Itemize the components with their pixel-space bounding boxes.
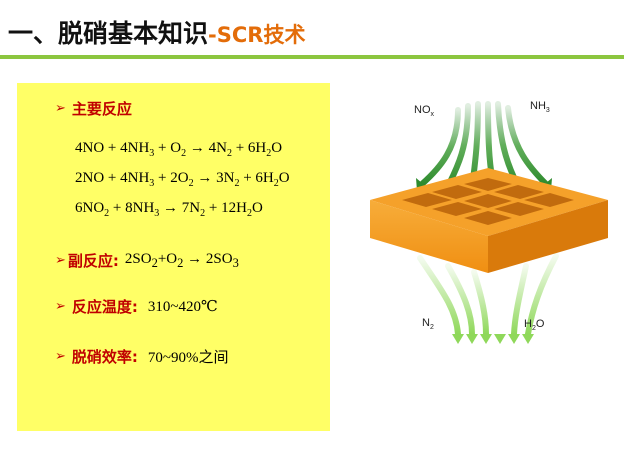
reaction-panel: ➢ 主要反应 4NO + 4NH3 + O2 → 4N2 + 6H2O 2NO …: [17, 83, 330, 431]
efficiency-row: ➢ 脱硝效率: 70~90%之间: [55, 346, 229, 367]
outflow-arrows: [417, 253, 559, 337]
arrowhead: [466, 334, 478, 344]
catalyst-cells: [402, 178, 574, 225]
arrow-bullet-icon: ➢: [55, 253, 66, 268]
arrowhead: [522, 334, 534, 344]
inflow-arrows: [419, 101, 549, 191]
arrow-bullet-icon: ➢: [55, 299, 66, 314]
temperature-row: ➢ 反应温度: 310~420℃: [55, 296, 218, 317]
catalyst-front-face: [370, 200, 488, 273]
scr-catalyst-diagram: NOx NH3 N2 H2O: [360, 88, 624, 358]
catalyst-block: [370, 168, 608, 273]
arrowhead: [494, 334, 506, 344]
nh3-label: NH3: [530, 100, 550, 115]
h2o-label: H2O: [524, 318, 545, 333]
efficiency-value: 70~90%之间: [147, 350, 229, 366]
main-reaction-heading: ➢ 主要反应: [55, 98, 132, 119]
inflow-arrow: [419, 107, 461, 187]
catalyst-illustration: [370, 101, 608, 344]
outflow-arrow: [445, 263, 475, 337]
arrowhead: [452, 334, 464, 344]
arrowhead: [480, 334, 492, 344]
inflow-arrow: [505, 105, 549, 187]
outflow-arrow: [525, 253, 559, 337]
main-equation-2: 2NO + 4NH3 + 2O2 → 3N2 + 6H2O: [75, 170, 290, 189]
temperature-label: 反应温度:: [71, 298, 138, 316]
outflow-arrow: [511, 263, 529, 337]
main-equation-3: 6NO2 + 8NH3 → 7N2 + 12H2O: [75, 200, 263, 219]
slide-title: 一、脱硝基本知识 -SCR技术: [8, 14, 305, 48]
n2-label: N2: [422, 317, 434, 332]
arrow-bullet-icon: ➢: [55, 349, 66, 364]
outflow-arrow: [471, 269, 489, 337]
side-reaction-label: 副反应:: [67, 252, 119, 270]
outflow-arrowheads: [452, 334, 534, 344]
efficiency-label: 脱硝效率:: [71, 348, 138, 366]
title-sub: -SCR技术: [208, 23, 306, 47]
nox-label: NOx: [414, 104, 434, 119]
title-main: 一、脱硝基本知识: [8, 19, 209, 48]
arrowhead: [508, 334, 520, 344]
main-equation-1: 4NO + 4NH3 + O2 → 4N2 + 6H2O: [75, 140, 283, 159]
title-divider: [0, 55, 624, 59]
side-reaction-row: ➢ 副反应: 2SO2+O2 → 2SO3: [55, 250, 239, 271]
outflow-arrow: [417, 255, 461, 337]
side-reaction-equation: 2SO2+O2 → 2SO3: [124, 250, 239, 270]
arrow-bullet-icon: ➢: [55, 101, 66, 116]
temperature-value: 310~420℃: [147, 299, 218, 315]
catalyst-side-face: [488, 200, 608, 273]
main-reaction-label: 主要反应: [71, 100, 132, 118]
